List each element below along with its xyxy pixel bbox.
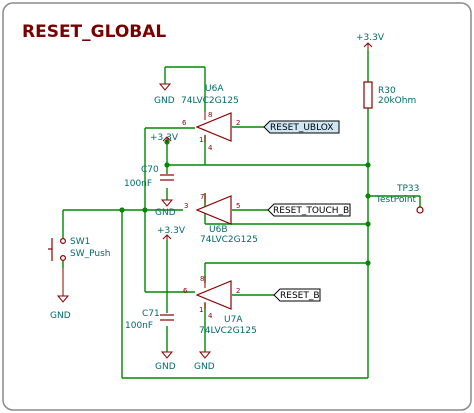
c71-value: 100nF <box>125 321 153 331</box>
u6a-value: 74LVC2G125 <box>181 96 239 106</box>
u7a-ref: U7A <box>224 315 243 325</box>
u6a-pin-vcc: 8 <box>208 111 212 119</box>
u7a-pin-in: 2 <box>236 287 240 295</box>
u6a-pin-gnd: 4 <box>208 144 213 152</box>
reset-b-text: RESET_B <box>280 291 320 301</box>
gnd-u6a-symbol: GND <box>154 83 175 106</box>
net-label-reset-touch-b[interactable]: RESET_TOUCH_B <box>267 203 351 217</box>
junctions <box>119 139 371 266</box>
schematic-title: RESET_GLOBAL <box>22 22 166 42</box>
sw1-value: SW_Push <box>70 249 110 259</box>
gnd-c70-symbol: GND <box>155 199 176 218</box>
u7a-pin-vcc: 8 <box>200 275 204 283</box>
u6b-pin-in: 5 <box>236 202 240 210</box>
r30-ref: R30 <box>378 86 396 96</box>
u6b-pin-out: 3 <box>184 202 188 210</box>
gnd-sw-symbol: GND <box>50 268 71 321</box>
vcc-u6a-symbol: +3.3V <box>150 133 179 143</box>
resistor-r30[interactable]: R30 20kOhm <box>363 81 416 109</box>
capacitor-c70[interactable]: C70 100nF <box>124 165 174 189</box>
u6a-pin-in: 2 <box>236 119 240 127</box>
gnd-u7a-label: GND <box>194 362 215 372</box>
tp33-value: TestPoint <box>375 195 417 205</box>
u7a-pin-gnd: 4 <box>208 312 213 320</box>
buffer-u6b[interactable]: 7 3 5 U6B 74LVC2G125 <box>184 193 258 245</box>
buffer-u7a[interactable]: 8 1 6 2 4 U7A 74LVC2G125 <box>183 275 257 336</box>
u7a-value: 74LVC2G125 <box>199 326 257 336</box>
sw1-ref: SW1 <box>70 237 90 247</box>
buffer-u6a[interactable]: 8 1 6 2 4 U6A 74LVC2G125 <box>181 84 240 152</box>
r30-value: 20kOhm <box>378 96 416 106</box>
u7a-pin-oe: 1 <box>199 306 203 314</box>
capacitor-c71[interactable]: C71 100nF <box>125 309 174 331</box>
gnd-sw-label: GND <box>50 311 71 321</box>
wires <box>62 50 421 379</box>
c70-value: 100nF <box>124 179 152 189</box>
net-label-reset-ublox[interactable]: RESET_UBLOX <box>263 120 340 134</box>
net-label-reset-b[interactable]: RESET_B <box>273 288 321 302</box>
gnd-c71-label: GND <box>155 362 176 372</box>
u6b-pin-oe: 7 <box>200 193 204 201</box>
reset-ublox-text: RESET_UBLOX <box>270 123 333 133</box>
u6a-pin-oe: 1 <box>199 136 203 144</box>
u6a-ref: U6A <box>205 84 224 94</box>
c70-ref: C70 <box>141 165 159 175</box>
gnd-c70-label: GND <box>155 208 176 218</box>
vcc-top-symbol: +3.3V <box>356 33 385 50</box>
vcc-top-label: +3.3V <box>356 33 385 43</box>
tp33-ref: TP33 <box>396 184 419 194</box>
gnd-c71-symbol: GND <box>155 351 176 372</box>
testpoint-tp33[interactable]: TP33 TestPoint <box>375 184 424 214</box>
vcc-u7a-label: +3.3V <box>157 226 186 236</box>
gnd-u7a-symbol: GND <box>194 351 215 372</box>
u7a-pin-out: 6 <box>183 287 188 295</box>
u6b-value: 74LVC2G125 <box>200 235 258 245</box>
u6a-pin-out: 6 <box>182 119 187 127</box>
gnd-u6a-label: GND <box>154 96 175 106</box>
vcc-u7a-symbol: +3.3V <box>157 226 186 240</box>
u6b-ref: U6B <box>209 225 228 235</box>
switch-sw1[interactable]: SW1 SW_Push <box>48 228 110 268</box>
c71-ref: C71 <box>142 309 160 319</box>
vcc-u6a-label: +3.3V <box>150 133 179 143</box>
reset-touch-b-text: RESET_TOUCH_B <box>273 206 349 216</box>
